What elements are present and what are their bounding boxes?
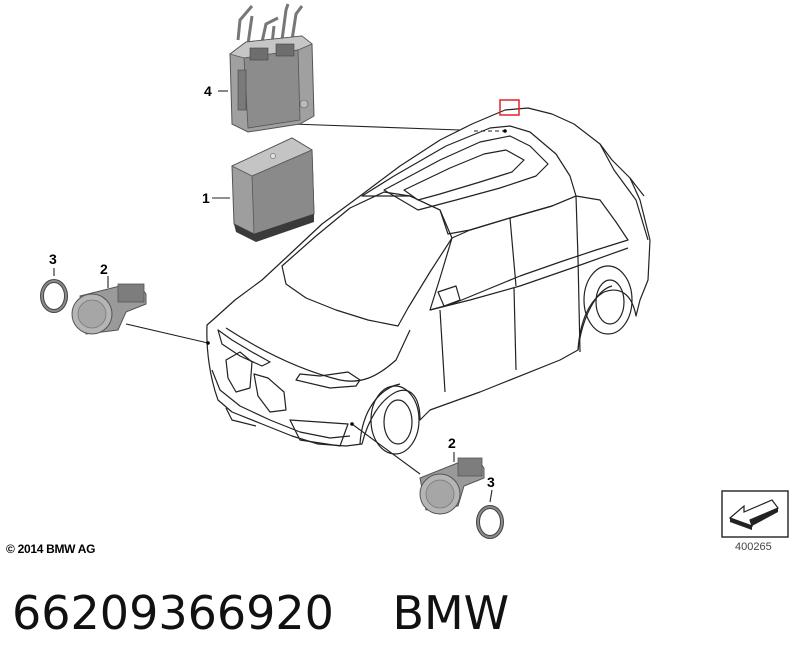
location-highlight-box bbox=[499, 99, 520, 116]
part-2-front-parking-sensor bbox=[71, 283, 147, 335]
diagram-reference-number: 400265 bbox=[735, 541, 772, 553]
brand-name: BMW bbox=[392, 586, 510, 640]
part-3-rear-seal-ring bbox=[476, 505, 504, 539]
callout-part-2-rear: 2 bbox=[448, 435, 456, 451]
part-2-rear-parking-sensor bbox=[419, 457, 485, 515]
callout-part-3-front: 3 bbox=[49, 251, 57, 267]
callout-part-1: 1 bbox=[202, 190, 210, 206]
part-1-control-module bbox=[231, 137, 315, 242]
footer-part-label: 66209366920 BMW bbox=[12, 586, 509, 640]
callout-part-4: 4 bbox=[204, 83, 212, 99]
leader-lines bbox=[53, 90, 504, 503]
arrow-reference-icon bbox=[721, 490, 789, 538]
callout-part-3-rear: 3 bbox=[487, 474, 495, 490]
car-outline bbox=[206, 107, 651, 455]
part-number: 66209366920 bbox=[12, 586, 334, 640]
part-3-front-seal-ring bbox=[40, 279, 68, 313]
callout-part-2-front: 2 bbox=[100, 261, 108, 277]
leader-dots bbox=[206, 129, 507, 426]
part-4-control-unit-with-cables bbox=[229, 3, 315, 133]
copyright-notice: © 2014 BMW AG bbox=[6, 542, 96, 556]
